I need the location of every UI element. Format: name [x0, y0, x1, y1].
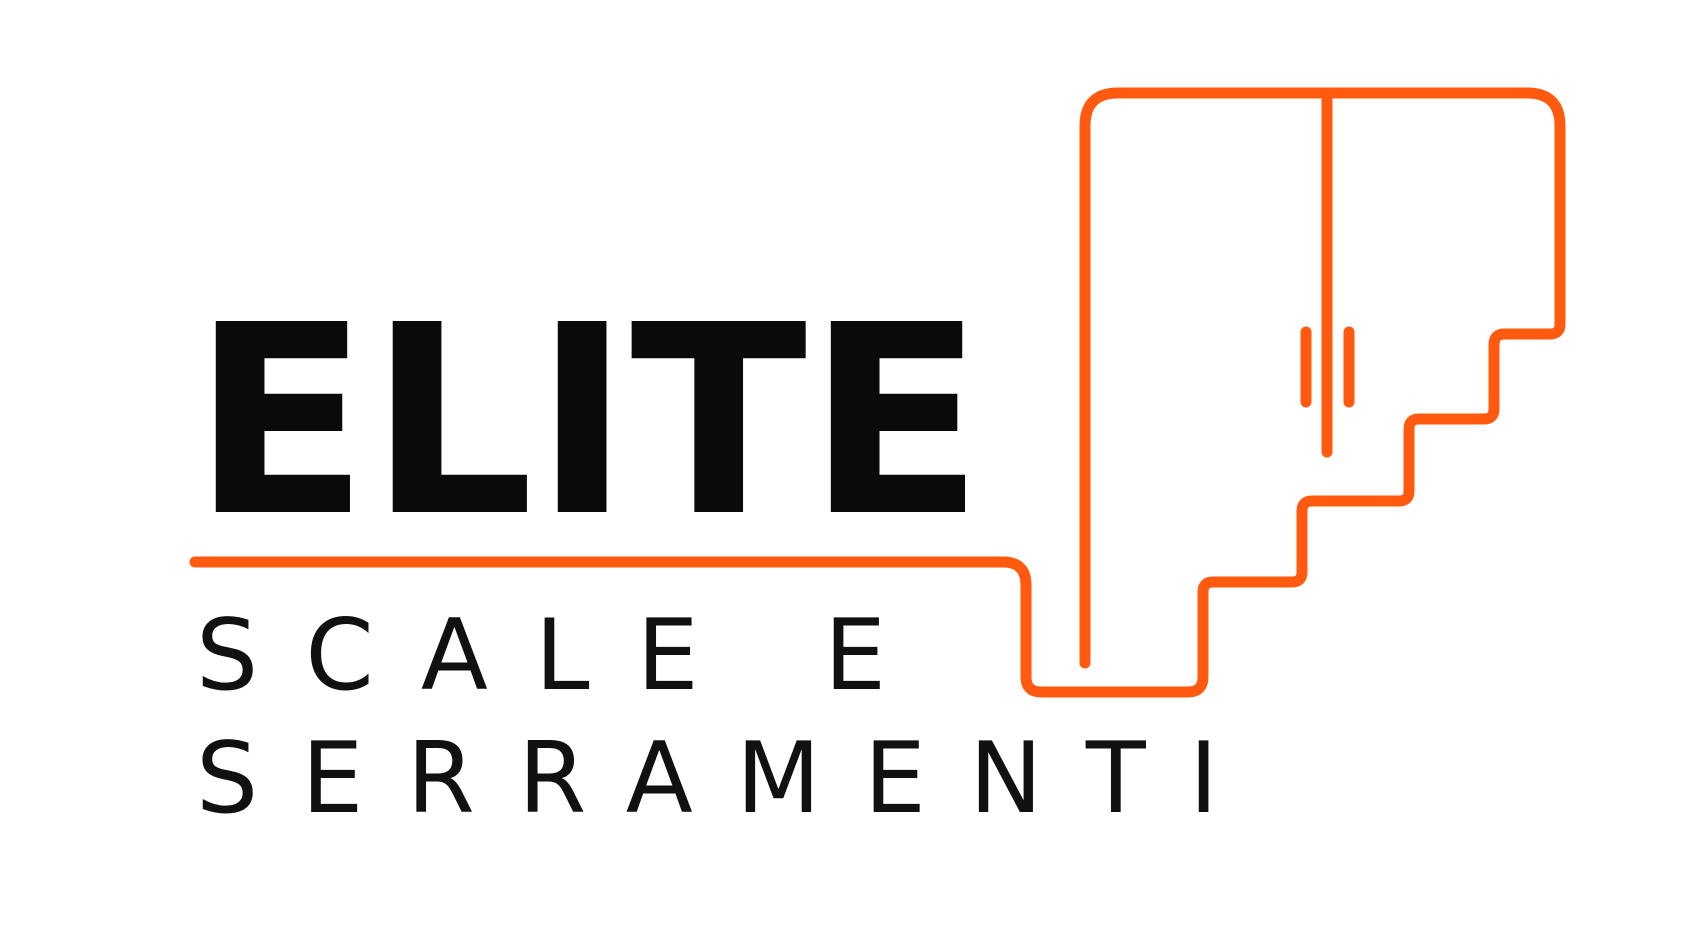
brand-name: ELITE	[192, 269, 984, 574]
staircase-door-icon	[189, 87, 1566, 698]
tagline-line-1: SCALE E	[196, 599, 886, 713]
underline-stair-outline	[189, 87, 1566, 698]
tagline-line-2: SERRAMENTI	[196, 722, 1218, 836]
